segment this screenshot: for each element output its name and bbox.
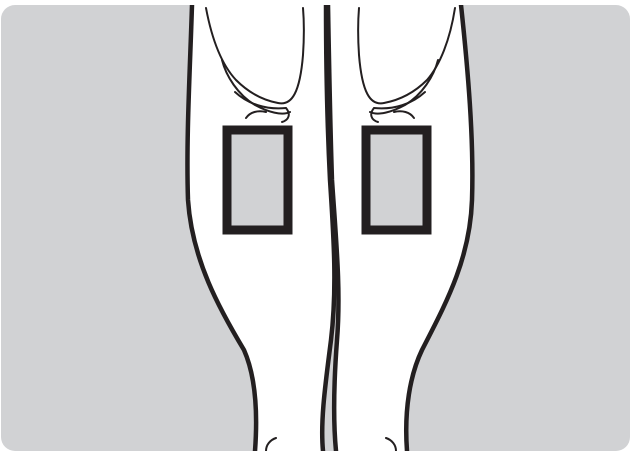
- right-leg-inner-outline: [325, 5, 341, 451]
- illustration-panel: [1, 5, 630, 451]
- right-pad: [361, 125, 432, 235]
- left-pad: [222, 125, 293, 235]
- right-knee-detail: [357, 7, 456, 123]
- ankle-detail: [265, 437, 397, 451]
- left-knee-detail: [205, 7, 305, 123]
- right-leg-outer-outline: [403, 5, 475, 451]
- left-leg-outer-outline: [185, 5, 259, 451]
- left-leg-inner-outline: [319, 5, 337, 451]
- legs-illustration: [1, 5, 630, 451]
